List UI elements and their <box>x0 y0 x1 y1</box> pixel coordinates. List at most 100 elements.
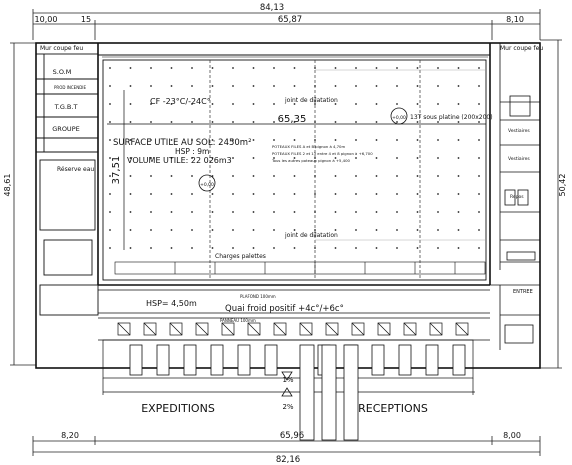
column-marker <box>232 121 234 123</box>
dim-right-height: 50,42 <box>558 174 567 197</box>
column-marker <box>129 229 132 231</box>
column-marker <box>191 103 193 105</box>
column-marker <box>170 157 173 159</box>
column-marker <box>109 139 111 141</box>
column-marker <box>334 229 337 231</box>
column-marker <box>334 175 337 177</box>
column-marker <box>129 175 132 177</box>
column-marker <box>129 85 132 87</box>
truck-bay <box>129 344 143 376</box>
dock-door-cross <box>117 322 131 336</box>
column-marker <box>150 67 152 69</box>
column-marker <box>252 121 255 123</box>
column-marker <box>170 175 173 177</box>
column-marker <box>437 175 439 177</box>
platform-note: 13T sous platine (200x200) <box>410 114 493 121</box>
column-marker <box>457 85 460 87</box>
dim-top-total: 84,13 <box>260 3 284 13</box>
column-marker <box>170 139 173 141</box>
column-marker <box>252 103 255 105</box>
column-marker <box>293 211 296 213</box>
column-marker <box>191 229 193 231</box>
column-marker <box>478 193 480 195</box>
column-marker <box>375 121 378 123</box>
column-marker <box>150 211 152 213</box>
column-marker <box>355 229 357 231</box>
column-marker <box>293 247 296 249</box>
dim-interior-width: 65,35 <box>278 114 307 125</box>
column-marker <box>129 121 132 123</box>
truck-bay <box>398 344 412 376</box>
column-marker <box>375 139 378 141</box>
column-marker <box>150 85 152 87</box>
column-marker <box>334 85 337 87</box>
truck-bay <box>425 344 439 376</box>
dock-door-cross <box>247 322 261 336</box>
column-marker <box>273 175 275 177</box>
column-marker <box>416 229 419 231</box>
column-marker <box>109 211 111 213</box>
column-marker <box>478 85 480 87</box>
column-marker <box>457 67 460 69</box>
quay-hsp: HSP= 4,50m <box>146 299 197 308</box>
column-marker <box>457 157 460 159</box>
column-marker <box>211 85 214 87</box>
column-marker <box>437 121 439 123</box>
column-marker <box>109 175 111 177</box>
column-marker <box>416 247 419 249</box>
column-marker <box>129 139 132 141</box>
column-marker <box>273 103 275 105</box>
column-marker <box>396 229 398 231</box>
column-marker <box>416 103 419 105</box>
column-marker <box>252 211 255 213</box>
column-marker <box>437 193 439 195</box>
truck-bay <box>210 344 224 376</box>
column-marker <box>191 193 193 195</box>
storage-surface: SURFACE UTILE AU SOL: 2450m² <box>113 138 251 148</box>
dock-door-cross <box>351 322 365 336</box>
column-marker <box>478 139 480 141</box>
column-marker <box>170 193 173 195</box>
truck-trailer <box>321 344 337 441</box>
column-marker <box>457 247 460 249</box>
column-marker <box>478 157 480 159</box>
column-marker <box>273 211 275 213</box>
column-marker <box>334 103 337 105</box>
column-marker <box>170 229 173 231</box>
dim-interior-height: 37,51 <box>111 156 122 185</box>
column-marker <box>211 211 214 213</box>
dim-left-height: 48,61 <box>3 174 12 197</box>
column-marker <box>293 85 296 87</box>
column-marker <box>375 157 378 159</box>
column-marker <box>355 85 357 87</box>
column-marker <box>293 193 296 195</box>
column-marker <box>232 247 234 249</box>
column-marker <box>129 247 132 249</box>
column-marker <box>375 175 378 177</box>
column-marker <box>457 103 460 105</box>
room-tgbt: T.G.B.T <box>54 103 78 111</box>
room-som: S.O.M <box>53 68 72 76</box>
column-marker <box>109 247 111 249</box>
dim-top-left: 10,00 <box>35 15 58 24</box>
column-marker <box>191 67 193 69</box>
column-marker <box>252 175 255 177</box>
column-marker <box>273 121 275 123</box>
dim-bottom-total: 82,16 <box>276 455 300 465</box>
column-marker <box>252 247 255 249</box>
column-marker <box>129 67 132 69</box>
column-marker <box>232 157 234 159</box>
column-marker <box>457 121 460 123</box>
column-marker <box>355 175 357 177</box>
column-marker <box>437 157 439 159</box>
column-marker <box>252 193 255 195</box>
column-marker <box>355 211 357 213</box>
truck-trailer <box>299 344 315 441</box>
column-marker <box>437 85 439 87</box>
column-marker <box>232 175 234 177</box>
dock-door-cross <box>273 322 287 336</box>
level-center: +0,00 <box>200 182 214 188</box>
slope-up: 1% <box>282 376 293 384</box>
column-marker <box>150 157 152 159</box>
